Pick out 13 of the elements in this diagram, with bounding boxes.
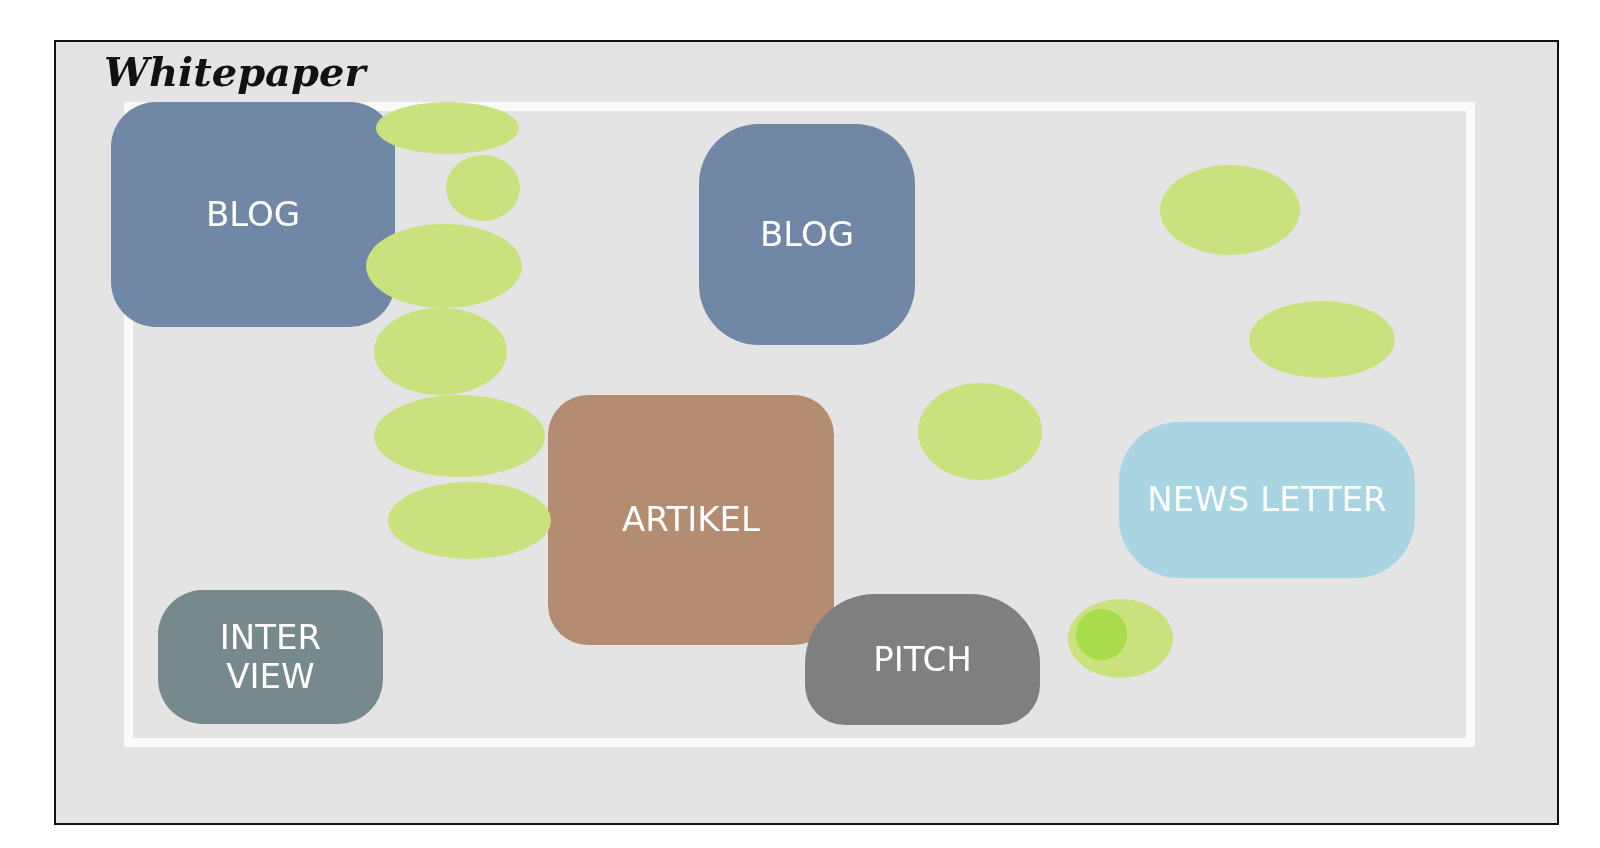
blob-label: NEWS LETTER bbox=[1146, 480, 1388, 520]
blob-label: INTER VIEW bbox=[218, 617, 323, 697]
whitepaper-panel bbox=[54, 40, 1559, 825]
blob-label: BLOG bbox=[204, 194, 302, 235]
blob-shape bbox=[158, 590, 383, 724]
blob-shape bbox=[699, 124, 915, 345]
blob-shape bbox=[111, 102, 395, 327]
panel-title: Whitepaper bbox=[104, 48, 366, 95]
blob-label: ARTIKEL bbox=[621, 500, 761, 540]
blob-label: PITCH bbox=[872, 639, 973, 680]
blob-shape bbox=[548, 395, 834, 645]
blob-label: BLOG bbox=[758, 214, 856, 255]
blob-shape bbox=[1119, 422, 1415, 578]
